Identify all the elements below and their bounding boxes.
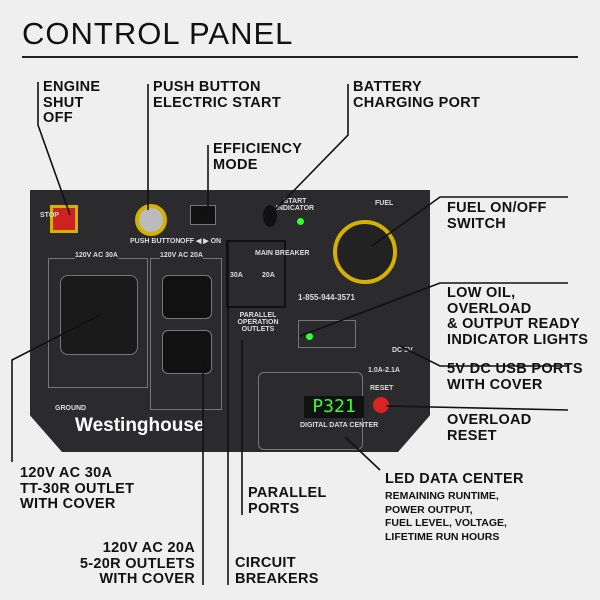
push-button-text: PUSH BUTTON [130,238,181,245]
efficiency-switch [190,205,216,225]
dc5v-text: DC 5V [392,347,413,354]
brand-logo: Westinghouse [75,415,205,436]
output-ready-led [306,333,313,340]
fuel-line [371,196,568,247]
page-title: CONTROL PANEL [22,16,294,51]
engine-line [37,82,71,216]
title-rule [22,56,578,58]
b30-text: 30A [230,272,243,279]
usb-amps-text: 1.0A-2.1A [368,367,400,374]
ac20-text: 120V AC 20A [160,252,203,259]
phone-text: 1-855-944-3571 [298,293,355,302]
stop-text: STOP [40,212,59,219]
label-usb-ports: 5V DC USB PORTS WITH COVER [447,361,583,393]
ac30-text: 120V AC 30A [75,252,118,259]
label-indicator-lights: LOW OIL, OVERLOAD & OUTPUT READY INDICAT… [447,285,589,348]
fuel-text: FUEL [375,200,394,207]
parallel-text: PARALLEL OPERATION OUTLETS [237,312,279,333]
label-engine-shut-off: ENGINE SHUT OFF [43,79,101,126]
ground-text: GROUND [55,405,87,412]
start-led [297,218,304,225]
breaker-box [226,240,286,308]
label-fuel-switch: FUEL ON/OFF SWITCH [447,200,547,232]
label-parallel-ports: PARALLEL PORTS [248,485,327,517]
push-button [135,204,167,236]
led-display: P321 [304,396,364,418]
label-push-button: PUSH BUTTON ELECTRIC START [153,79,281,111]
b20-text: 20A [262,272,275,279]
label-efficiency-mode: EFFICIENCY MODE [213,141,303,173]
label-outlet-30a: 120V AC 30A TT-30R OUTLET WITH COVER [20,465,135,512]
label-circuit-breakers: CIRCUIT BREAKERS [235,555,319,587]
outlet20-top [162,275,212,319]
main-breaker-text: MAIN BREAKER [255,250,310,257]
start-indicator-text: START INDICATOR [275,198,315,212]
battery-line [271,84,349,214]
indicator-line [299,282,568,337]
control-panel-image: STOP PUSH BUTTON OFF ◀ ▶ ON START INDICA… [30,190,430,452]
led-line [344,436,381,471]
reset-button [373,397,389,413]
data-center-text: DIGITAL DATA CENTER [300,422,379,429]
outlet30-line [11,314,101,462]
off-on-text: OFF ◀ ▶ ON [180,238,222,245]
indicator-box [298,320,356,348]
fuel-knob [333,220,397,284]
engine-switch [50,205,78,233]
reset-line [385,405,569,411]
label-outlets-20a: 120V AC 20A 5-20R OUTLETS WITH COVER [79,540,195,587]
label-led-data-center: LED DATA CENTER [385,471,524,487]
label-led-subtitle: REMAINING RUNTIME, POWER OUTPUT, FUEL LE… [385,490,507,543]
label-battery-port: BATTERY CHARGING PORT [353,79,481,111]
usb-line [399,345,568,367]
reset-text: RESET [370,385,394,392]
label-overload-reset: OVERLOAD RESET [447,412,532,444]
